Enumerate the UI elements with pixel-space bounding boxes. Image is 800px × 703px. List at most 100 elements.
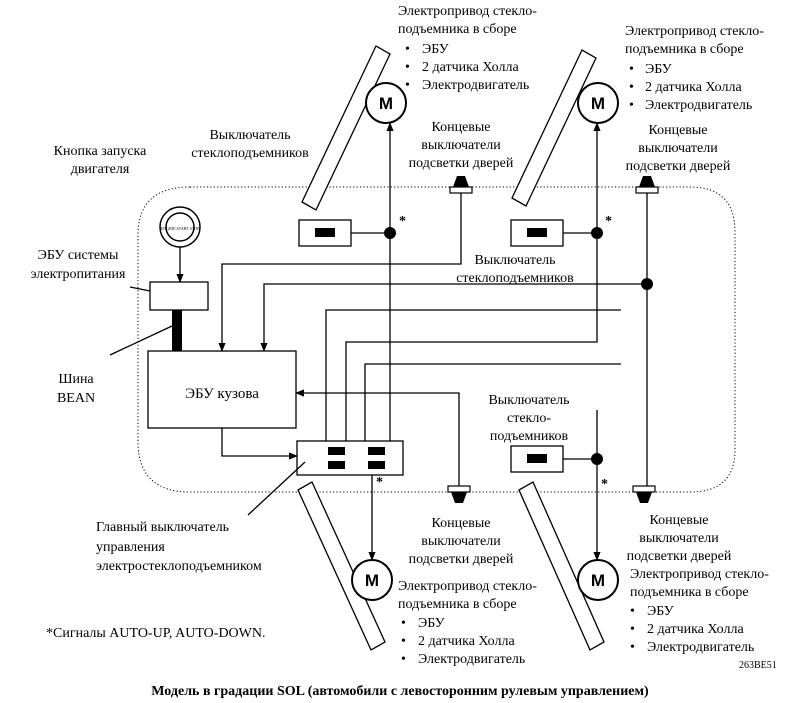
svg-text:•: • xyxy=(629,80,634,95)
svg-text:Концевые: Концевые xyxy=(648,123,707,138)
start-button-label: Кнопка запуска двигателя xyxy=(54,144,147,177)
svg-text:•: • xyxy=(630,604,635,619)
window-switch-label-front-left: Выключатель стеклоподъемников xyxy=(191,128,309,161)
svg-text:подъемника в сборе: подъемника в сборе xyxy=(630,585,749,600)
bean-bus-label: Шина BEAN xyxy=(57,372,95,406)
courtesy-label-rear-left: Концевые выключатели подсветки дверей xyxy=(409,516,514,567)
svg-text:Главный выключатель: Главный выключатель xyxy=(96,520,229,535)
courtesy-label-front-left: Концевые выключатели подсветки дверей xyxy=(409,120,514,171)
courtesy-label-rear-right: Концевые выключатели подсветки дверей xyxy=(627,513,732,564)
svg-text:подсветки дверей: подсветки дверей xyxy=(626,159,731,174)
svg-text:Концевые: Концевые xyxy=(431,516,490,531)
figure-code: 263BE51 xyxy=(739,660,777,671)
svg-text:Концевые: Концевые xyxy=(431,120,490,135)
svg-text:Концевые: Концевые xyxy=(649,513,708,528)
svg-text:2 датчика Холла: 2 датчика Холла xyxy=(647,622,744,637)
svg-text:ЭБУ: ЭБУ xyxy=(647,604,674,619)
asterisk-master: * xyxy=(376,475,383,490)
svg-text:подъемника в сборе: подъемника в сборе xyxy=(398,597,517,612)
motor-symbol: M xyxy=(365,571,379,590)
svg-text:Электродвигатель: Электродвигатель xyxy=(418,652,525,667)
svg-text:стекло-: стекло- xyxy=(507,411,551,426)
junction-dot xyxy=(591,453,603,465)
window-switch-front-left xyxy=(298,219,352,247)
window-glass-front-right xyxy=(511,49,597,207)
svg-text:Электродвигатель: Электродвигатель xyxy=(645,98,752,113)
courtesy-switch-rear-left xyxy=(447,485,471,503)
svg-text:подъемника в сборе: подъемника в сборе xyxy=(398,22,517,37)
window-switch-label-rear-right: Выключатель стекло- подъемников xyxy=(488,393,569,444)
actuator-label-rear-right: Электропривод стекло- подъемника в сборе… xyxy=(630,567,769,655)
wiring xyxy=(109,122,653,561)
svg-text:электропитания: электропитания xyxy=(31,267,126,282)
svg-text:выключатели: выключатели xyxy=(421,138,501,153)
svg-text:стеклоподъемников: стеклоподъемников xyxy=(456,271,574,286)
courtesy-switch-front-right xyxy=(635,176,659,194)
svg-text:электростеклоподъемником: электростеклоподъемником xyxy=(96,559,262,574)
window-switch-front-right xyxy=(510,219,564,247)
engine-start-button: ENGINE START STOP xyxy=(159,206,201,248)
svg-text:выключатели: выключатели xyxy=(639,531,719,546)
svg-text:Шина: Шина xyxy=(58,372,94,387)
svg-text:управления: управления xyxy=(96,540,165,555)
svg-text:подъемника в сборе: подъемника в сборе xyxy=(625,42,744,57)
svg-text:Электропривод стекло-: Электропривод стекло- xyxy=(398,4,537,19)
power-source-ecu-box xyxy=(149,281,209,311)
master-window-switch xyxy=(296,440,404,476)
svg-text:•: • xyxy=(405,42,410,57)
svg-text:ЭБУ системы: ЭБУ системы xyxy=(38,248,119,263)
footnote: *Сигналы AUTO-UP, AUTO-DOWN. xyxy=(46,626,266,641)
window-switch-rear-right xyxy=(510,445,564,473)
svg-text:•: • xyxy=(405,78,410,93)
asterisk-front-left: * xyxy=(399,214,406,229)
svg-text:2 датчика Холла: 2 датчика Холла xyxy=(422,60,519,75)
window-glass-rear-left xyxy=(297,481,386,651)
svg-text:Электродвигатель: Электродвигатель xyxy=(422,78,529,93)
power-ecu-label: ЭБУ системы электропитания xyxy=(31,248,126,282)
svg-text:подсветки дверей: подсветки дверей xyxy=(409,156,514,171)
motor-symbol: M xyxy=(591,94,605,113)
motor-symbol: M xyxy=(379,94,393,113)
actuator-label-front-right: Электропривод стекло- подъемника в сборе… xyxy=(625,24,764,113)
svg-text:•: • xyxy=(630,622,635,637)
svg-text:•: • xyxy=(630,640,635,655)
svg-text:двигателя: двигателя xyxy=(71,162,130,177)
svg-text:Электродвигатель: Электродвигатель xyxy=(647,640,754,655)
courtesy-switch-front-left xyxy=(449,176,473,194)
svg-text:ЭБУ: ЭБУ xyxy=(645,62,672,77)
start-button-face-text: ENGINE START STOP xyxy=(161,226,200,231)
courtesy-switch-rear-right xyxy=(632,485,656,503)
svg-text:Электропривод стекло-: Электропривод стекло- xyxy=(398,579,537,594)
junction-dot xyxy=(384,227,396,239)
window-glass-rear-right xyxy=(518,481,605,651)
svg-text:стеклоподъемников: стеклоподъемников xyxy=(191,146,309,161)
courtesy-label-front-right: Концевые выключатели подсветки дверей xyxy=(626,123,731,174)
svg-text:подсветки дверей: подсветки дверей xyxy=(409,552,514,567)
svg-text:подъемников: подъемников xyxy=(490,429,569,444)
vehicle-outline xyxy=(137,186,736,493)
svg-text:выключатели: выключатели xyxy=(421,534,501,549)
asterisk-rear-right: * xyxy=(601,477,608,492)
motor-rear-left: M xyxy=(351,559,393,601)
window-glass-front-left xyxy=(301,45,391,211)
svg-text:BEAN: BEAN xyxy=(57,391,95,406)
actuator-label-rear-left: Электропривод стекло- подъемника в сборе… xyxy=(398,579,537,667)
figure-caption: Модель в градации SOL (автомобили с лево… xyxy=(151,684,649,699)
motor-symbol: M xyxy=(591,571,605,590)
svg-text:подсветки дверей: подсветки дверей xyxy=(627,549,732,564)
svg-text:•: • xyxy=(405,60,410,75)
junction-dot xyxy=(641,278,653,290)
svg-text:Выключатель: Выключатель xyxy=(488,393,569,408)
svg-text:выключатели: выключатели xyxy=(638,141,718,156)
junction-dot xyxy=(591,227,603,239)
actuator-label-front-left: Электропривод стекло- подъемника в сборе… xyxy=(398,4,537,93)
svg-text:•: • xyxy=(401,652,406,667)
svg-text:2 датчика Холла: 2 датчика Холла xyxy=(645,80,742,95)
asterisk-front-right: * xyxy=(605,214,612,229)
bean-bus xyxy=(172,310,182,351)
svg-text:Электропривод стекло-: Электропривод стекло- xyxy=(630,567,769,582)
motor-rear-right: M xyxy=(577,559,619,601)
svg-text:•: • xyxy=(401,634,406,649)
master-switch-label: Главный выключатель управления электрост… xyxy=(96,520,262,574)
